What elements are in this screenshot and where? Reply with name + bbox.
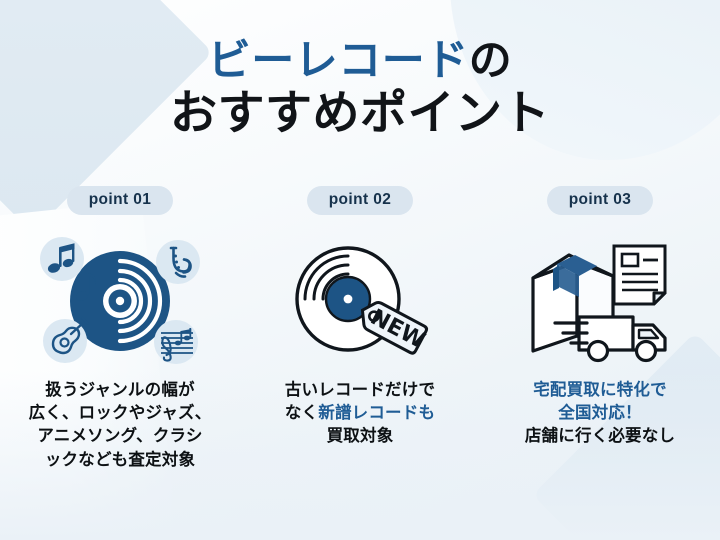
vinyl-record-new-tag-icon: NEW	[295, 246, 429, 355]
caption-line: アニメソング、クラシ	[37, 426, 203, 446]
point-column-3: point 03	[480, 186, 720, 471]
caption-line: 古いレコードだけで	[284, 379, 436, 399]
caption-segment: なく	[284, 402, 319, 422]
caption-line: 宅配買取に特化で	[533, 379, 667, 399]
caption-line: 買取対象	[326, 426, 394, 446]
badge-point-01: point 01	[66, 186, 174, 215]
caption-point-01: 扱うジャンルの幅が 広く、ロックやジャズ、 アニメソング、クラシ ックなども査定…	[29, 378, 212, 472]
title-line-2: おすすめポイント	[170, 86, 550, 142]
caption-segment-highlight: 新譜レコードも	[318, 402, 436, 422]
badge-point-03: point 03	[546, 186, 654, 215]
point-column-2: point 02	[240, 186, 480, 471]
caption-line: ックなども査定対象	[44, 449, 196, 469]
caption-line: 店舗に行く必要なし	[524, 426, 676, 446]
caption-line: 広く、ロックやジャズ、	[28, 402, 212, 422]
badge-point-02: point 02	[306, 186, 414, 215]
delivery-box-document-truck-icon	[530, 244, 667, 363]
vinyl-record-genres-icon	[40, 237, 200, 364]
caption-line: 全国対応！	[558, 402, 642, 422]
icon-vinyl-record-new-tag: NEW	[280, 229, 440, 374]
caption-point-03: 宅配買取に特化で 全国対応！ 店舗に行く必要なし	[525, 378, 675, 448]
caption-line: 扱うジャンルの幅が	[45, 379, 195, 399]
slide-title: ビーレコードの おすすめポイント	[0, 36, 720, 141]
title-line-1: ビーレコードの	[0, 36, 720, 86]
caption-line: なく新譜レコードも	[285, 401, 435, 424]
points-row: point 01	[0, 186, 720, 471]
document-icon	[612, 244, 666, 306]
title-particle-text: の	[468, 36, 513, 86]
icon-delivery-box-document-truck	[513, 229, 688, 374]
title-brand-text: ビーレコード	[207, 36, 469, 86]
point-column-1: point 01	[0, 186, 240, 471]
icon-vinyl-record-genres	[35, 229, 205, 374]
caption-point-02: 古いレコードだけで なく新譜レコードも 買取対象	[285, 378, 435, 448]
